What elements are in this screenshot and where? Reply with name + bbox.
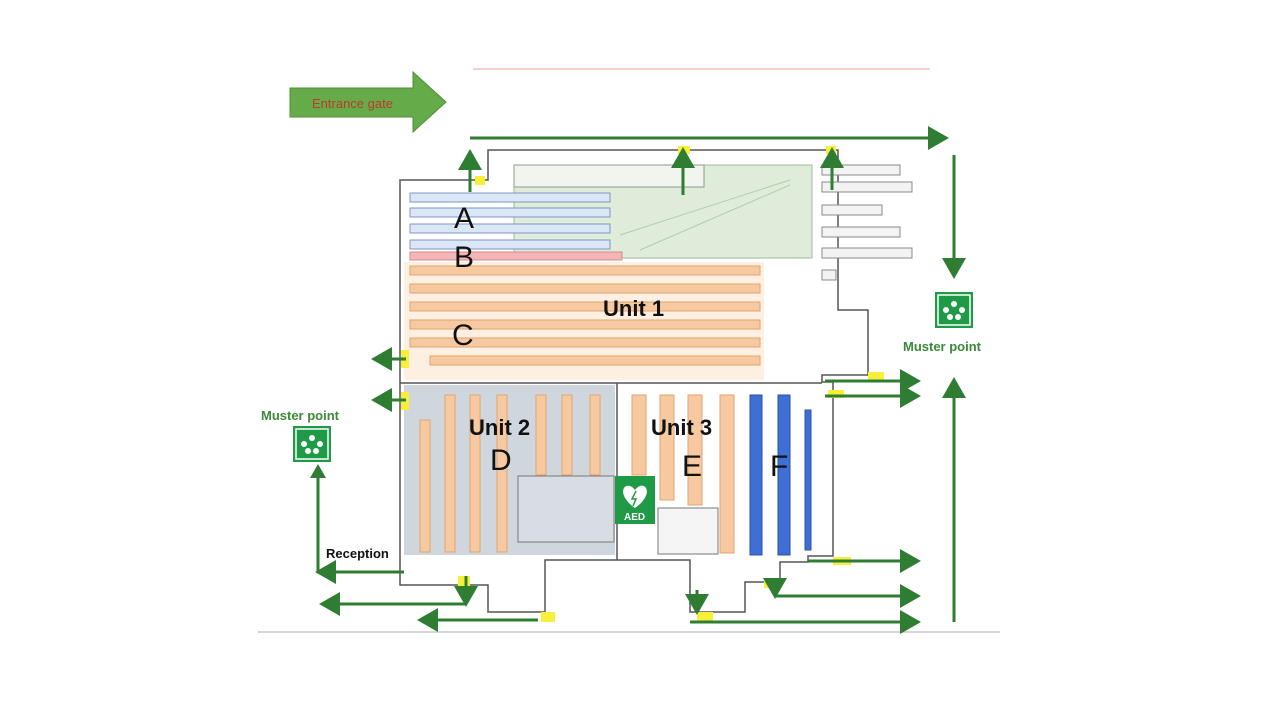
muster-point-left-label: Muster point: [261, 408, 340, 423]
unit2-label: Unit 2: [469, 415, 530, 440]
zone-d-label: D: [490, 444, 512, 477]
building-outline: [399, 149, 869, 613]
zone-c-label: C: [452, 319, 474, 352]
muster-point-right-label: Muster point: [903, 339, 982, 354]
unit3-label: Unit 3: [651, 415, 712, 440]
reception-label: Reception: [326, 546, 389, 561]
yard-diagonal-2: [639, 184, 791, 251]
entrance-gate-label: Entrance gate: [312, 96, 393, 111]
exit-arrows: [315, 126, 966, 634]
muster-point-icon: [935, 292, 973, 328]
aed-heart-icon: AED: [615, 476, 655, 524]
zone-d-racking: [419, 394, 601, 553]
loading-docks: [821, 164, 913, 281]
yard-office: [513, 164, 705, 188]
zone-f-label: F: [770, 450, 788, 483]
zone-c-racking: [409, 265, 761, 366]
unit3-office: [657, 507, 719, 555]
yard-diagonal-1: [619, 179, 791, 236]
entrance-arrow-icon: Entrance gate: [289, 70, 447, 134]
muster-point-icon: [293, 426, 331, 462]
zone-a-racking: [409, 192, 611, 250]
aed-label: AED: [624, 512, 645, 523]
unit2-office: [517, 475, 615, 543]
zone-e-label: E: [682, 450, 702, 483]
zone-b-label: B: [454, 241, 474, 274]
zone-a-label: A: [454, 202, 474, 235]
zone-e-racking: [631, 394, 735, 554]
zone-b-band: [409, 251, 623, 261]
zone-f-racking: [749, 394, 812, 556]
reception-exit-arrowhead: [310, 464, 326, 478]
unit1-label: Unit 1: [603, 296, 664, 321]
